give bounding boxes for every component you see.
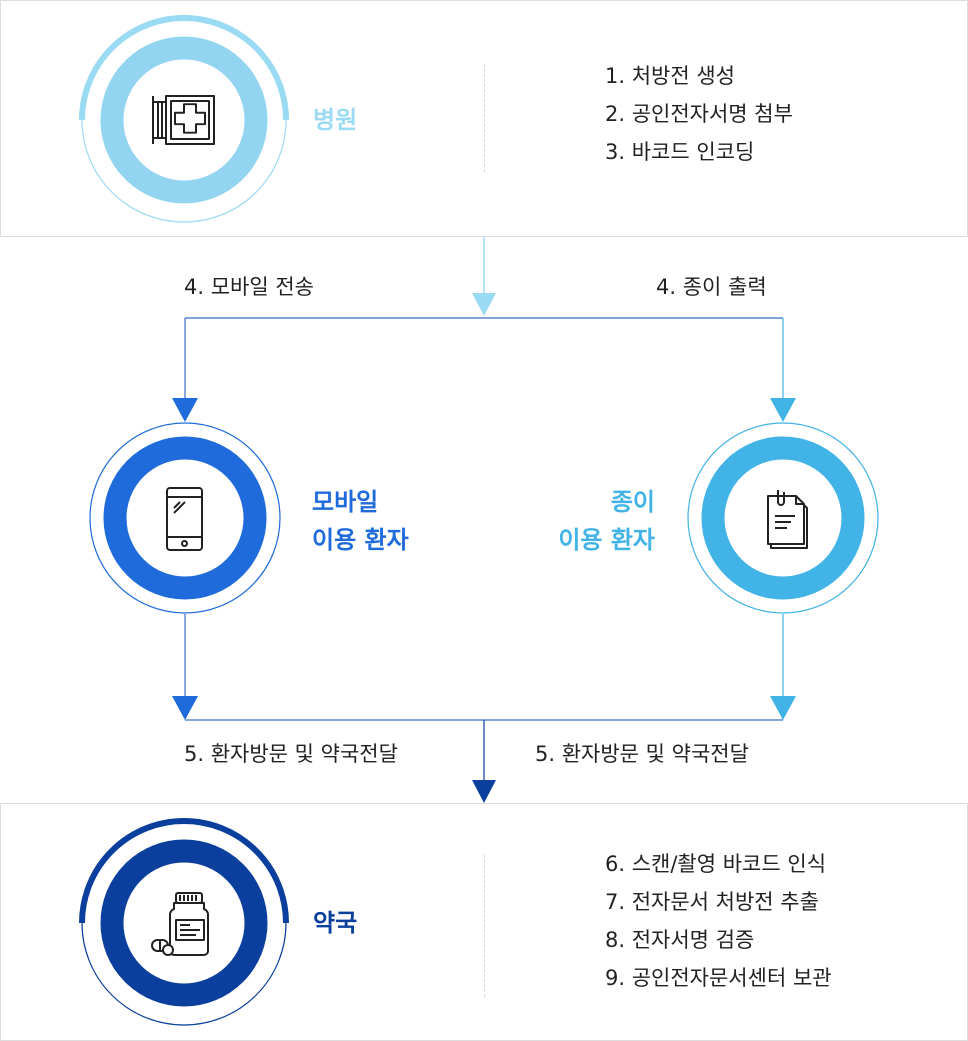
pharmacy-ring [100, 839, 268, 1007]
arrow-to-mobile [172, 398, 198, 422]
mobile-node [89, 422, 281, 614]
arrow-to-pharmacy [472, 780, 496, 803]
arrow-mobile-down [172, 696, 198, 720]
pharmacy-divider [484, 855, 485, 997]
visit-left-label: 5. 환자방문 및 약국전달 [184, 742, 398, 766]
smartphone-icon [165, 486, 205, 556]
hospital-label: 병원 [313, 106, 358, 134]
paper-patient-label-line2: 이용 환자 [558, 526, 655, 554]
hospital-ring [100, 36, 268, 204]
paper-documents-icon [760, 486, 808, 554]
arrow-paper-down [770, 696, 796, 720]
mobile-send-label: 4. 모바일 전송 [184, 275, 314, 299]
hospital-outer-arc-thin [81, 119, 287, 223]
hospital-step: 3. 바코드 인코딩 [605, 140, 755, 164]
hospital-outer-arc [79, 15, 289, 121]
hospital-step: 2. 공인전자서명 첨부 [605, 102, 793, 126]
pharmacy-step: 8. 전자서명 검증 [605, 928, 755, 952]
pharmacy-outer-arc [79, 818, 289, 924]
arrow-hospital-down [472, 293, 496, 316]
paper-print-label: 4. 종이 출력 [656, 275, 767, 299]
pharmacy-step: 6. 스캔/촬영 바코드 인식 [605, 852, 827, 876]
arrow-to-paper [770, 398, 796, 422]
pharmacy-step: 9. 공인전자문서센터 보관 [605, 966, 832, 990]
hospital-steps: 1. 처방전 생성 2. 공인전자서명 첨부 3. 바코드 인코딩 [605, 57, 793, 171]
pharmacy-outer-arc-thin [81, 922, 287, 1026]
medicine-bottle-icon [150, 890, 214, 962]
mobile-patient-label-line2: 이용 환자 [312, 526, 409, 554]
paper-patient-label-line1: 종이 [610, 488, 655, 516]
pharmacy-node [79, 818, 289, 1026]
hospital-step: 1. 처방전 생성 [605, 64, 735, 88]
mobile-ring [103, 436, 267, 600]
visit-right-label: 5. 환자방문 및 약국전달 [535, 742, 749, 766]
hospital-divider [484, 64, 485, 172]
pharmacy-label: 약국 [313, 909, 358, 937]
pharmacy-step: 7. 전자문서 처방전 추출 [605, 890, 819, 914]
mobile-patient-label-line1: 모바일 [312, 488, 379, 516]
hospital-sign-icon [150, 92, 218, 152]
hospital-node [79, 15, 289, 223]
pharmacy-steps: 6. 스캔/촬영 바코드 인식 7. 전자문서 처방전 추출 8. 전자서명 검… [605, 845, 832, 997]
